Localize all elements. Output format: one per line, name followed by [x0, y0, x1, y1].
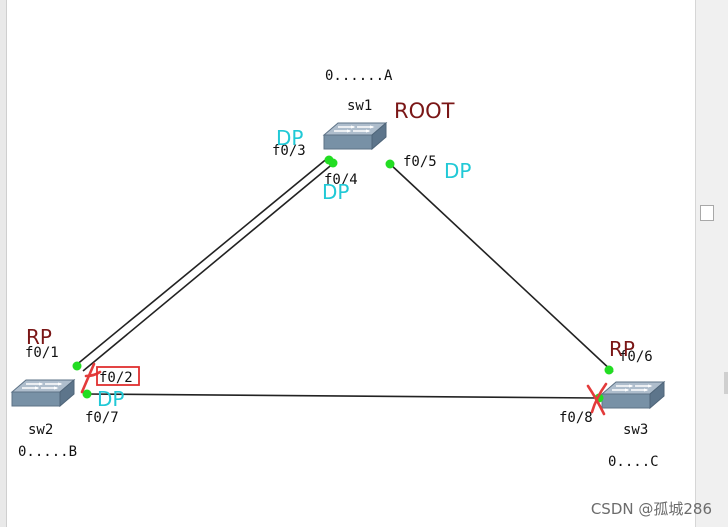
port-role-f06: RP	[609, 337, 635, 361]
blocked-x-icon	[80, 362, 102, 394]
scrollbar-thumb[interactable]	[700, 205, 714, 221]
port-role-f01: RP	[26, 325, 52, 349]
port-label-f01: f0/1	[25, 345, 59, 361]
window-left-border	[0, 0, 7, 527]
port-dot-f07	[82, 389, 92, 399]
port-role-f07: DP	[97, 387, 124, 411]
port-role-f04: DP	[322, 180, 349, 204]
switch-name-sw2: sw2	[28, 422, 53, 438]
switch-icon	[11, 379, 75, 407]
port-label-f04: f0/4	[324, 172, 358, 188]
switch-sw1[interactable]	[323, 122, 387, 150]
watermark: CSDN @孤城286	[590, 500, 712, 518]
port-highlight-box	[96, 366, 140, 386]
switch-id-sw1: 0......A	[325, 68, 393, 84]
switch-sw3[interactable]	[601, 381, 665, 409]
port-dot-f06	[604, 365, 614, 375]
topology-diagram: 0......A sw1 ROOT sw2 0.....B sw3 0....C…	[11, 68, 665, 470]
port-role-f05: DP	[444, 159, 471, 183]
switch-sw2[interactable]	[11, 379, 75, 407]
port-label-f06: f0/6	[619, 349, 653, 365]
port-dot-f04	[328, 158, 338, 168]
port-label-f07: f0/7	[85, 410, 119, 426]
scrollbar-edge	[724, 372, 728, 394]
vertical-scrollbar[interactable]	[695, 0, 728, 527]
port-label-f08: f0/8	[559, 410, 593, 426]
switch-icon	[601, 381, 665, 409]
port-label-f05: f0/5	[403, 154, 437, 170]
switch-id-sw3: 0....C	[608, 454, 659, 470]
link-sw1-sw2-b	[82, 161, 336, 372]
port-label-f03: f0/3	[272, 143, 306, 159]
link-sw1-sw3	[389, 163, 614, 373]
link-sw1-sw2-a	[74, 156, 330, 367]
port-label-f02: f0/2	[99, 370, 133, 386]
switch-name-sw3: sw3	[623, 422, 648, 438]
blocked-x-icon	[586, 382, 608, 416]
port-dot-f01	[72, 361, 82, 371]
link-sw2-sw3	[83, 393, 599, 399]
switch-icon	[323, 122, 387, 150]
port-role-f03: DP	[276, 126, 303, 150]
switch-id-sw2: 0.....B	[18, 444, 77, 460]
topology-canvas: 0......A sw1 ROOT sw2 0.....B sw3 0....C…	[6, 0, 696, 527]
root-label: ROOT	[394, 99, 455, 123]
port-dot-f05	[385, 159, 395, 169]
switch-name-sw1: sw1	[347, 98, 372, 114]
